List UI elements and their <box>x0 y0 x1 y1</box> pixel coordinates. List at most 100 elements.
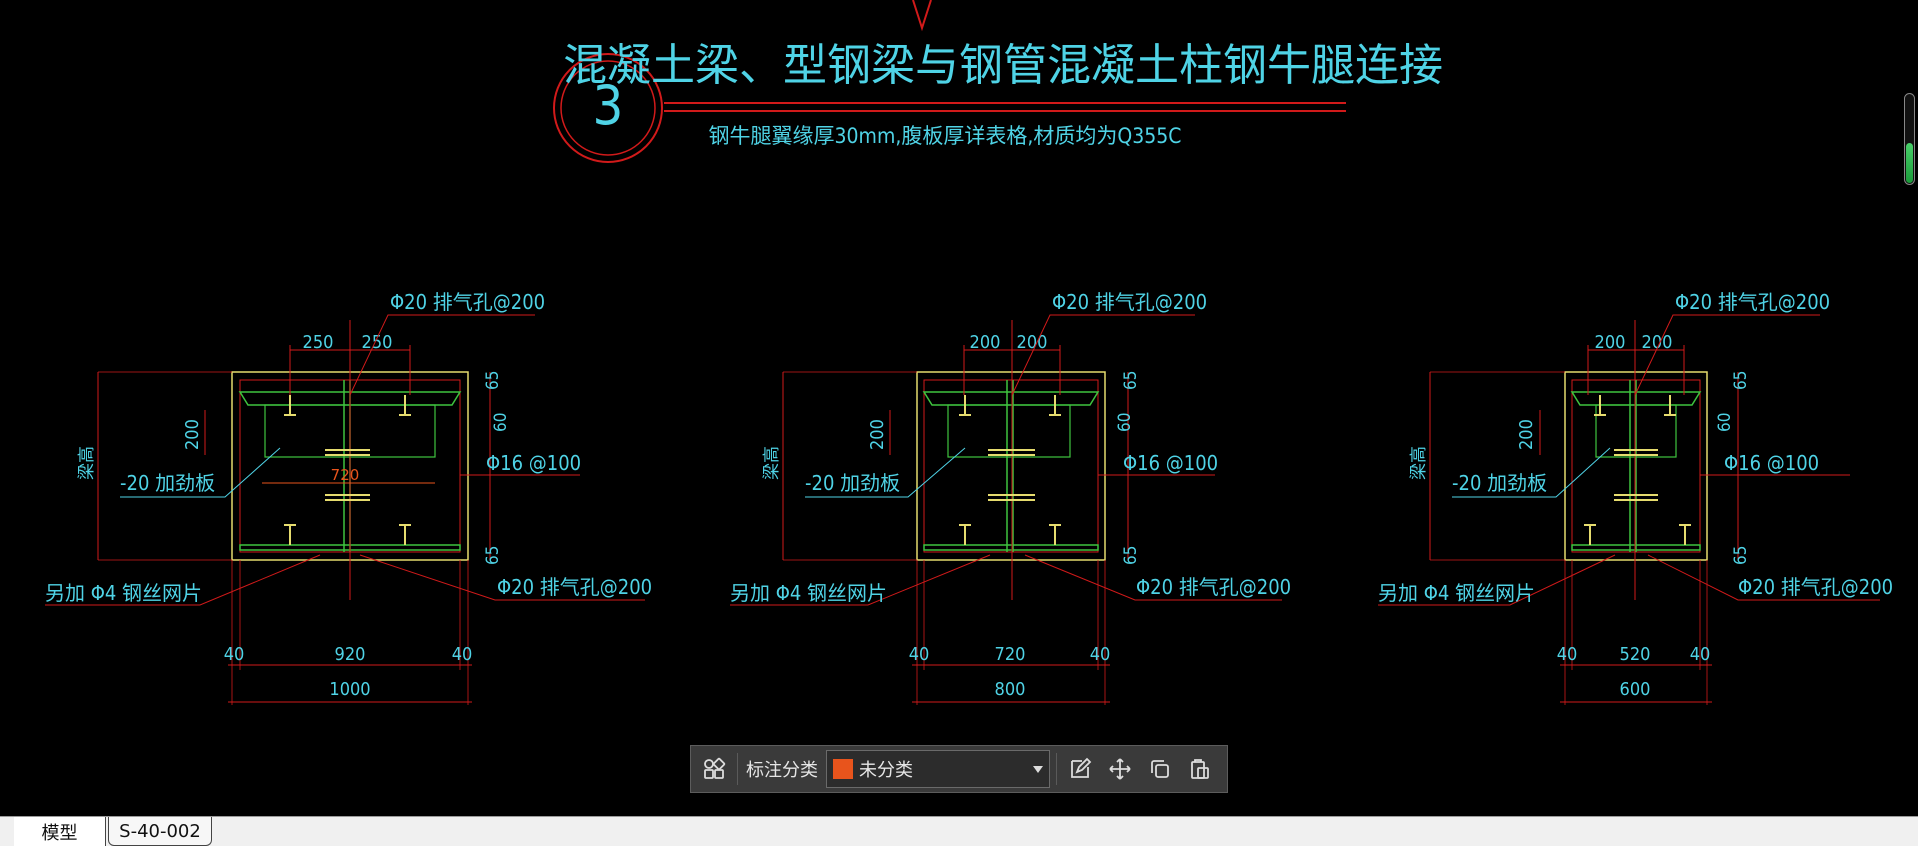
drawing-subtitle: 钢牛腿翼缘厚30mm,腹板厚详表格,材质均为Q355C <box>709 124 1182 148</box>
paste-icon[interactable] <box>1183 752 1217 786</box>
left-dim: 200 <box>182 419 203 450</box>
mesh-label: 另加 Φ4 钢丝网片 <box>1378 581 1535 605</box>
mesh-label: 另加 Φ4 钢丝网片 <box>45 581 202 605</box>
svg-text:60: 60 <box>491 413 511 432</box>
category-color-swatch <box>833 759 853 779</box>
drawing-title: 混凝土梁、型钢梁与钢管混凝土柱钢牛腿连接 <box>563 40 1443 91</box>
detail-number-inner-circle <box>560 60 656 156</box>
shear-studs <box>959 395 1061 545</box>
toolbar-separator <box>737 753 738 785</box>
tab-sheet[interactable]: S-40-002 <box>108 817 212 846</box>
top-flange <box>238 391 462 406</box>
bottom-leader <box>1024 554 1282 601</box>
scroll-fill <box>1906 142 1913 183</box>
rebar-label: Φ16 @100 <box>1724 451 1819 475</box>
move-icon[interactable] <box>1103 752 1137 786</box>
top-vent-label: Φ20 排气孔@200 <box>1052 290 1207 314</box>
stiffener-leader <box>805 447 966 498</box>
height-label: 梁高 <box>1409 446 1429 480</box>
shear-studs <box>1584 395 1691 545</box>
svg-text:520: 520 <box>1620 644 1651 665</box>
svg-text:65: 65 <box>1121 371 1141 390</box>
svg-text:40: 40 <box>1557 644 1578 665</box>
svg-text:40: 40 <box>224 644 245 665</box>
stiffener-label: -20 加劲板 <box>1452 471 1547 495</box>
svg-text:200: 200 <box>1017 332 1048 353</box>
height-label: 梁高 <box>77 446 97 480</box>
svg-text:200: 200 <box>1642 332 1673 353</box>
rebar-label: Φ16 @100 <box>486 451 581 475</box>
svg-text:65: 65 <box>1121 546 1141 565</box>
left-dim: 200 <box>867 419 888 450</box>
toolbar-separator <box>1056 753 1057 785</box>
top-flange <box>1570 391 1702 406</box>
section-detail-2: 200 200 Φ20 排气孔@200 65 60 65 梁高 200 -20 … <box>730 290 1291 705</box>
stiffener-plate <box>947 404 1071 458</box>
column-inner <box>923 379 1099 553</box>
drawing-canvas[interactable]: 3 混凝土梁、型钢梁与钢管混凝土柱钢牛腿连接 钢牛腿翼缘厚30mm,腹板厚详表格… <box>0 0 1918 816</box>
detail-number-circle <box>553 53 663 163</box>
svg-text:65: 65 <box>1731 371 1751 390</box>
cad-drawing: 3 混凝土梁、型钢梁与钢管混凝土柱钢牛腿连接 钢牛腿翼缘厚30mm,腹板厚详表格… <box>45 0 1893 705</box>
mesh-leader <box>730 554 991 606</box>
detail-number: 3 <box>593 74 624 137</box>
height-label: 梁高 <box>762 446 782 480</box>
top-vent-label: Φ20 排气孔@200 <box>390 290 545 314</box>
category-selected-value: 未分类 <box>859 760 913 781</box>
svg-text:200: 200 <box>1595 332 1626 353</box>
layout-tab-bar: 模型 S-40-002 <box>0 816 1918 846</box>
bottom-leader <box>1647 554 1880 601</box>
bottom-flange <box>923 544 1099 551</box>
annotation-toolbar: 标注分类 未分类 <box>690 745 1228 793</box>
top-leader <box>1634 314 1820 396</box>
bottom-vent-label: Φ20 排气孔@200 <box>1738 575 1893 599</box>
tab-model[interactable]: 模型 <box>14 817 106 846</box>
stiffener-leader <box>120 447 281 498</box>
apps-grid-icon[interactable] <box>697 752 731 786</box>
annotation-category-label: 标注分类 <box>746 760 818 781</box>
top-leader <box>349 314 535 396</box>
top-leader <box>1011 314 1195 396</box>
svg-text:65: 65 <box>483 371 503 390</box>
bottom-vent-label: Φ20 排气孔@200 <box>497 575 652 599</box>
copy-icon[interactable] <box>1143 752 1177 786</box>
section-detail-3: 200 200 Φ20 排气孔@200 65 60 65 梁高 200 -20 … <box>1378 290 1893 705</box>
chevron-down-icon <box>1033 765 1043 773</box>
shear-studs <box>284 395 411 545</box>
top-dim-left: 250 <box>303 332 334 353</box>
svg-text:60: 60 <box>1115 413 1135 432</box>
svg-text:920: 920 <box>335 644 366 665</box>
edit-icon[interactable] <box>1063 752 1097 786</box>
mesh-leader <box>1378 554 1616 606</box>
svg-text:720: 720 <box>995 644 1026 665</box>
total-width: 1000 <box>329 679 370 700</box>
svg-text:40: 40 <box>909 644 930 665</box>
rebar-label: Φ16 @100 <box>1123 451 1218 475</box>
svg-text:60: 60 <box>1715 413 1735 432</box>
bottom-vent-label: Φ20 排气孔@200 <box>1136 575 1291 599</box>
section-detail-1: 250 250 Φ20 排气孔@200 65 60 65 梁高 200 -20 … <box>45 290 652 705</box>
total-width: 600 <box>1620 679 1651 700</box>
view-marker-icon <box>912 0 932 32</box>
top-dim-right: 250 <box>362 332 393 353</box>
column-outline <box>916 371 1106 561</box>
svg-text:65: 65 <box>483 546 503 565</box>
inner-dim: 720 <box>331 466 360 484</box>
mesh-label: 另加 Φ4 钢丝网片 <box>730 581 887 605</box>
svg-text:65: 65 <box>1731 546 1751 565</box>
svg-text:40: 40 <box>1090 644 1111 665</box>
top-vent-label: Φ20 排气孔@200 <box>1675 290 1830 314</box>
total-width: 800 <box>995 679 1026 700</box>
svg-text:40: 40 <box>452 644 473 665</box>
stiffener-leader <box>1452 447 1611 498</box>
svg-text:200: 200 <box>970 332 1001 353</box>
top-flange <box>922 391 1100 406</box>
left-dim: 200 <box>1516 419 1537 450</box>
mesh-leader <box>45 554 321 606</box>
annotation-category-select[interactable]: 未分类 <box>826 750 1050 788</box>
svg-text:40: 40 <box>1690 644 1711 665</box>
bottom-leader <box>359 554 645 601</box>
stiffener-label: -20 加劲板 <box>805 471 900 495</box>
vertical-scroll-indicator[interactable] <box>1904 93 1915 185</box>
stiffener-label: -20 加劲板 <box>120 471 215 495</box>
